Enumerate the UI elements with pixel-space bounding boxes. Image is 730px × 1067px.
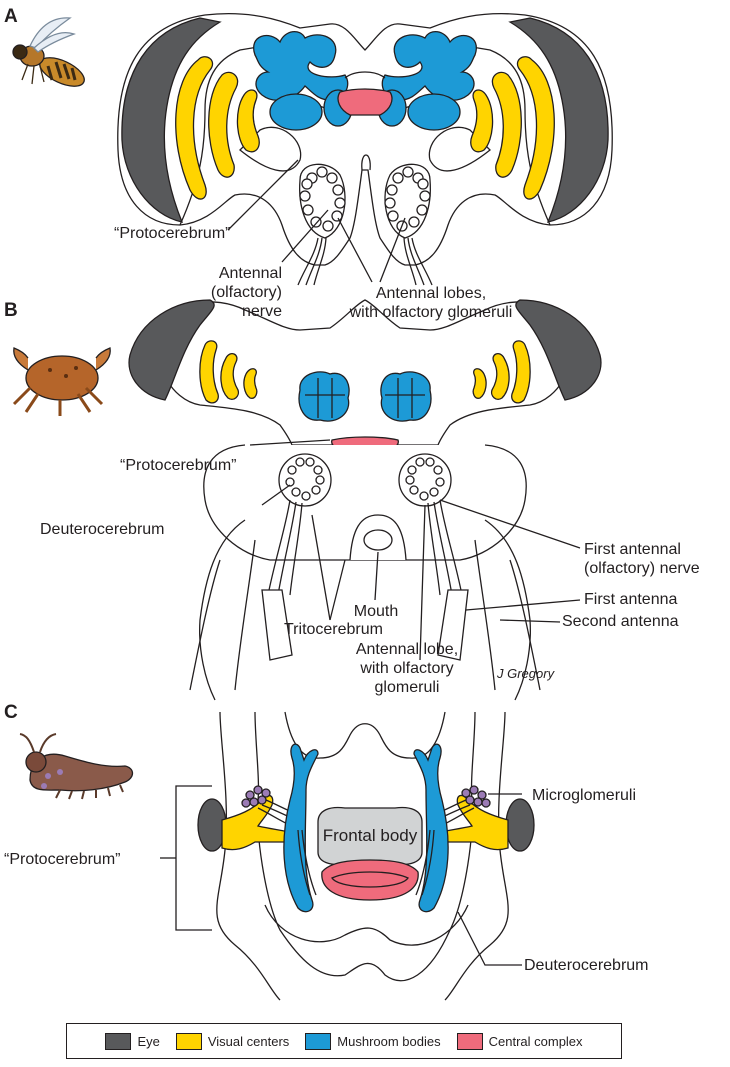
legend-swatch-central-complex xyxy=(457,1033,483,1050)
legend-label-eye: Eye xyxy=(137,1034,159,1049)
eye-right-c xyxy=(506,799,534,851)
panel-letter-a: A xyxy=(4,6,18,28)
label-b-deuterocerebrum: Deuterocerebrum xyxy=(40,520,165,539)
legend-swatch-visual-centers xyxy=(176,1033,202,1050)
label-b-protocerebrum: “Protocerebrum” xyxy=(120,456,236,475)
bee-illustration xyxy=(13,18,88,92)
label-b-second-antenna: Second antenna xyxy=(562,612,679,631)
legend-label-mushroom-bodies: Mushroom bodies xyxy=(337,1034,440,1049)
legend-swatch-eye xyxy=(105,1033,131,1050)
legend-item-mushroom-bodies: Mushroom bodies xyxy=(305,1033,440,1050)
label-b-mouth: Mouth xyxy=(340,602,412,621)
central-complex-a xyxy=(338,89,392,115)
label-b-antennal-lobe: Antennal lobe, with olfactory glomeruli xyxy=(336,640,478,697)
label-b-first-antennal-nerve: First antennal (olfactory) nerve xyxy=(584,540,700,578)
panel-b-crab-brain xyxy=(14,300,601,700)
panel-a-bee-brain xyxy=(13,14,612,285)
label-b-tritocerebrum: Tritocerebrum xyxy=(284,620,383,639)
microglomeruli xyxy=(242,786,490,807)
label-b-first-antenna: First antenna xyxy=(584,590,677,609)
label-a-antennal-nerve: Antennal (olfactory) nerve xyxy=(184,264,282,321)
label-c-deuterocerebrum: Deuterocerebrum xyxy=(524,956,649,975)
label-c-microglomeruli: Microglomeruli xyxy=(532,786,636,805)
label-c-protocerebrum: “Protocerebrum” xyxy=(4,850,120,869)
label-a-protocerebrum: “Protocerebrum” xyxy=(114,224,230,243)
crab-illustration xyxy=(14,348,110,416)
legend-item-eye: Eye xyxy=(105,1033,159,1050)
legend-swatch-mushroom-bodies xyxy=(305,1033,331,1050)
label-a-antennal-lobes: Antennal lobes, with olfactory glomeruli xyxy=(336,284,526,322)
panel-letter-b: B xyxy=(4,300,18,322)
panel-letter-c: C xyxy=(4,702,18,724)
legend: Eye Visual centers Mushroom bodies Centr… xyxy=(66,1023,622,1059)
legend-label-central-complex: Central complex xyxy=(489,1034,583,1049)
worm-illustration xyxy=(20,734,133,799)
legend-label-visual-centers: Visual centers xyxy=(208,1034,289,1049)
legend-item-visual-centers: Visual centers xyxy=(176,1033,289,1050)
label-c-frontal-body: Frontal body xyxy=(318,826,422,845)
legend-item-central-complex: Central complex xyxy=(457,1033,583,1050)
artist-signature: J Gregory xyxy=(497,666,554,681)
